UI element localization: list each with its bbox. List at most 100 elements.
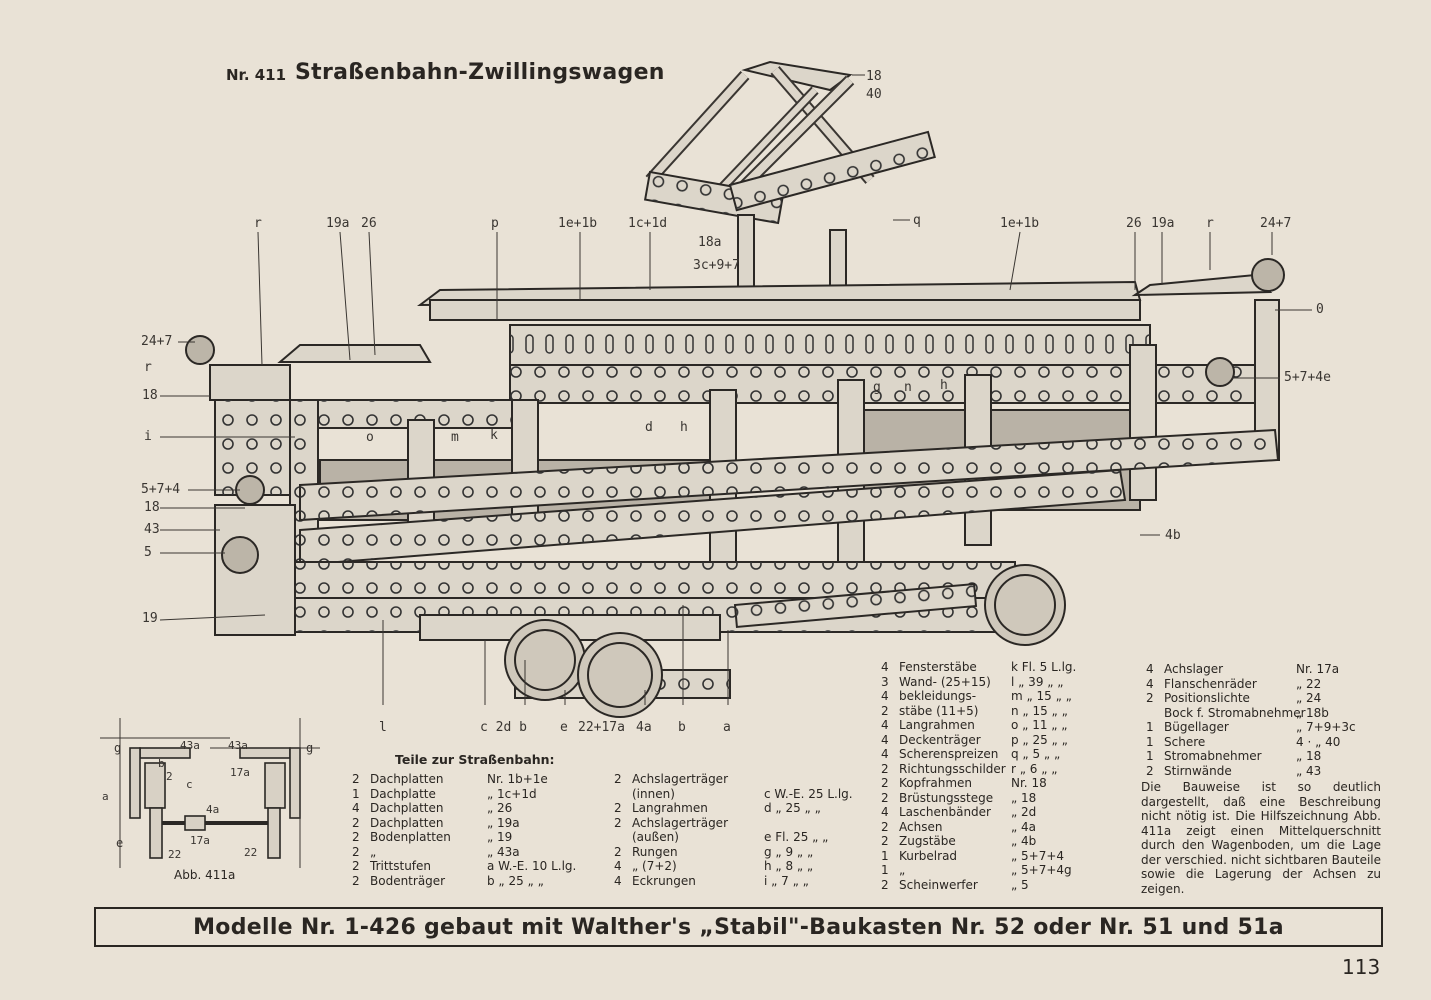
label-n: n — [904, 380, 912, 395]
part-quantity: 2 — [881, 834, 889, 848]
part-quantity: 4 — [881, 689, 889, 703]
part-number: „ 5+7+4g — [1011, 863, 1072, 877]
description-text: Die Bauweise ist so deutlich dargestellt… — [1141, 780, 1381, 896]
label-a: a — [723, 720, 731, 735]
abb-label-22: 22 — [168, 848, 182, 861]
tram-illustration — [159, 60, 1312, 718]
part-number: l „ 39 „ „ — [1011, 674, 1064, 689]
part-name: Deckenträger — [899, 732, 981, 747]
label-19a-right: 19a — [1151, 216, 1175, 231]
abb-label-17a: 17a — [190, 834, 210, 847]
part-quantity: 2 — [1146, 763, 1154, 778]
label-k: k — [490, 428, 498, 443]
part-number: „ 5+7+4 — [1011, 848, 1065, 863]
part-quantity: 2 — [352, 859, 360, 873]
label-247-right: 24+7 — [1260, 216, 1292, 231]
label-574: 5+7+4 — [141, 482, 181, 497]
part-name: Scheinwerfer — [899, 877, 978, 892]
part-quantity: 4 — [881, 732, 889, 747]
abb-label-g1: g — [114, 741, 122, 755]
abb-label-22b: 22 — [244, 846, 258, 859]
part-quantity: 4 — [1146, 676, 1154, 691]
label-m: m — [451, 430, 459, 445]
part-name: Laschenbänder — [899, 805, 991, 819]
parts-row: 1„„ 5+7+4g — [881, 863, 1131, 878]
label-o: o — [366, 430, 374, 445]
part-quantity: 2 — [352, 830, 360, 844]
part-number: „ 7+9+3c — [1296, 720, 1356, 734]
part-number: q „ 5 „ „ — [1011, 747, 1061, 761]
part-name: Positionslichte — [1164, 691, 1250, 705]
label-q: q — [913, 213, 921, 228]
abb-label-a: a — [102, 790, 109, 803]
abb-label-43a-right: 43a — [228, 739, 248, 752]
label-26-right: 26 — [1126, 216, 1142, 231]
part-quantity: 4 — [881, 747, 889, 761]
part-number: d „ 25 „ „ — [764, 801, 821, 815]
part-number: „ 19a — [487, 815, 520, 830]
part-name: Flanschenräder — [1164, 676, 1257, 691]
parts-heading: Teile zur Straßenbahn: — [395, 752, 555, 767]
label-4a: 4a — [636, 720, 652, 735]
cross-section-caption: Abb. 411a — [174, 868, 236, 882]
part-name: Achslagerträger — [632, 772, 728, 786]
label-b: b — [678, 720, 686, 735]
part-number: „ 24 — [1296, 691, 1322, 705]
label-18a: 18a — [698, 235, 722, 250]
label-h2: h — [940, 378, 948, 393]
abb-label-b: b — [158, 757, 165, 770]
part-name: Achsen — [899, 819, 943, 834]
label-r-right: r — [1206, 216, 1214, 231]
part-number: a W.-E. 10 L.lg. — [487, 859, 577, 873]
part-quantity: 4 — [352, 801, 360, 815]
part-quantity: 4 — [881, 660, 889, 674]
label-43: 43 — [144, 522, 160, 537]
part-quantity: 1 — [1146, 749, 1154, 763]
abb-label-2: 2 — [166, 770, 173, 783]
label-574e: 5+7+4e — [1284, 370, 1331, 385]
part-number: „ 4a — [1011, 819, 1037, 834]
part-name: „ — [899, 863, 906, 877]
part-quantity: 2 — [352, 772, 360, 786]
part-number: r „ 6 „ „ — [1011, 761, 1058, 776]
part-number: 4 · „ 40 — [1296, 734, 1341, 749]
part-name: (außen) — [632, 830, 679, 844]
part-name: Richtungsschilder — [899, 761, 1006, 776]
label-3c97: 3c+9+7 — [693, 258, 740, 273]
part-quantity: 2 — [614, 815, 622, 830]
part-quantity: 2 — [352, 873, 360, 888]
part-name: Bodenträger — [370, 873, 446, 888]
part-quantity: 2 — [881, 790, 889, 805]
part-name: Stirnwände — [1164, 763, 1232, 778]
part-number: „ 26 — [487, 801, 513, 815]
label-1e1b-right: 1e+1b — [1000, 216, 1040, 231]
label-g: g — [873, 380, 881, 395]
part-name: Brüstungsstege — [899, 790, 994, 805]
label-4b: 4b — [1165, 528, 1181, 543]
part-name: Dachplatten — [370, 772, 444, 786]
part-name: Langrahmen — [899, 718, 975, 732]
part-name: Dachplatte — [370, 786, 436, 801]
part-name: Wand- (25+15) — [899, 674, 991, 689]
part-quantity: 2 — [881, 877, 889, 892]
part-name: Bodenplatten — [370, 830, 451, 844]
part-name: Bock f. Stromabnehmer — [1164, 705, 1306, 720]
abb-label-g2: g — [306, 741, 314, 755]
